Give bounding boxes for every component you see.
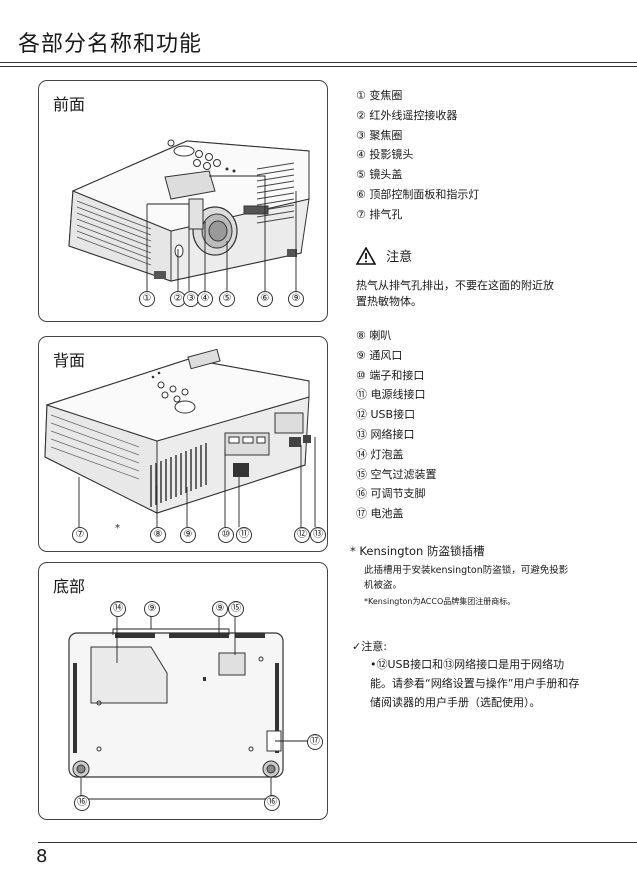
list-item: ⑧ 喇叭 bbox=[356, 329, 392, 342]
front-callout-5: ⑤ bbox=[219, 291, 235, 307]
title-rule bbox=[0, 62, 637, 63]
back-callout-11: ⑪ bbox=[236, 527, 252, 543]
svg-text:*: * bbox=[115, 523, 120, 534]
bottom-callout-16a: ⑯ bbox=[74, 795, 90, 811]
back-view-title: 背面 bbox=[53, 351, 86, 370]
list-item: ⑦ 排气孔 bbox=[356, 207, 403, 221]
footer-rule bbox=[38, 842, 624, 843]
list-item: ⑥ 顶部控制面板和指示灯 bbox=[356, 187, 480, 201]
kensington-body: 此插槽用于安装kensington防盗锁，可避免投影机被盗。 bbox=[364, 565, 569, 591]
list-item: ⑰ 电池盖 bbox=[356, 507, 404, 521]
front-view-panel: 前面 bbox=[38, 80, 328, 322]
back-projector-illustration: * bbox=[44, 348, 316, 534]
front-callout-4: ④ bbox=[197, 291, 213, 307]
list-item: ② 红外线遥控接收器 bbox=[356, 108, 458, 122]
list-item: ⑬ 网络接口 bbox=[356, 427, 415, 441]
title-rule-secondary bbox=[0, 66, 637, 67]
parts-list-front: ① 变焦圈 ② 红外线遥控接收器 ③ 聚焦圈 ④ 投影镜头 ⑤ 镜头盖 ⑥ 顶部… bbox=[356, 86, 479, 225]
caution-text: 热气从排气孔排出，不要在这面的附近放置热敏物体。 bbox=[356, 279, 554, 308]
list-item: ③ 聚焦圈 bbox=[356, 128, 403, 142]
list-item: ⑮ 空气过滤装置 bbox=[356, 467, 437, 481]
footer-tick bbox=[624, 842, 637, 843]
front-view-title: 前面 bbox=[53, 95, 86, 114]
list-item: ⑭ 灯泡盖 bbox=[356, 447, 404, 461]
back-view-panel: 背面 bbox=[38, 336, 328, 552]
back-callout-13: ⑬ bbox=[310, 527, 326, 543]
note-body: •⑫USB接口和⑬网络接口是用于网络功能。请参看“网络设置与操作”用户手册和存储… bbox=[370, 658, 580, 709]
page-title: 各部分名称和功能 bbox=[18, 32, 203, 57]
list-item: ⑯ 可调节支脚 bbox=[356, 487, 426, 501]
bottom-view-panel: 底部 ⑭ ⑨ ⑨ ⑮ ⑰ bbox=[38, 562, 328, 820]
front-projector-illustration bbox=[68, 139, 310, 291]
back-callout-9: ⑨ bbox=[180, 527, 196, 543]
back-callout-12: ⑫ bbox=[294, 527, 310, 543]
kensington-note: *Kensington为ACCO品牌集团注册商标。 bbox=[364, 597, 516, 606]
kensington-title: * Kensington 防盗锁插槽 bbox=[350, 544, 485, 558]
back-callout-10: ⑩ bbox=[218, 527, 234, 543]
note-heading: ✓注意: bbox=[352, 640, 387, 653]
list-item: ① 变焦圈 bbox=[356, 89, 403, 102]
bottom-view-title: 底部 bbox=[53, 577, 86, 596]
bottom-callout-9a: ⑨ bbox=[144, 601, 160, 617]
bottom-callout-15: ⑮ bbox=[228, 601, 244, 617]
front-callout-6: ⑥ bbox=[257, 291, 273, 307]
parts-list-back-bottom: ⑧ 喇叭 ⑨ 通风口 ⑩ 端子和接口 ⑪ 电源线接口 ⑫ USB接口 ⑬ 网络接… bbox=[356, 326, 437, 524]
caution-heading: 注意 bbox=[355, 245, 413, 269]
caution-label: 注意 bbox=[386, 250, 413, 265]
bottom-callout-16b: ⑯ bbox=[264, 795, 280, 811]
bottom-callout-17: ⑰ bbox=[307, 734, 323, 750]
front-callout-1: ① bbox=[139, 291, 155, 307]
page-number: 8 bbox=[36, 846, 48, 867]
front-callout-9: ⑨ bbox=[288, 291, 304, 307]
list-item: ⑩ 端子和接口 bbox=[356, 368, 425, 382]
back-callout-8: ⑧ bbox=[150, 527, 166, 543]
list-item: ⑨ 通风口 bbox=[356, 348, 403, 362]
bottom-callout-14: ⑭ bbox=[110, 601, 126, 617]
list-item: ⑤ 镜头盖 bbox=[356, 168, 403, 182]
warning-icon bbox=[355, 245, 377, 269]
back-callout-7: ⑦ bbox=[72, 527, 88, 543]
bottom-projector-illustration bbox=[68, 615, 307, 805]
list-item: ④ 投影镜头 bbox=[356, 148, 414, 162]
list-item: ⑪ 电源线接口 bbox=[356, 388, 426, 402]
list-item: ⑫ USB接口 bbox=[356, 408, 416, 422]
bottom-callout-9b: ⑨ bbox=[212, 601, 228, 617]
